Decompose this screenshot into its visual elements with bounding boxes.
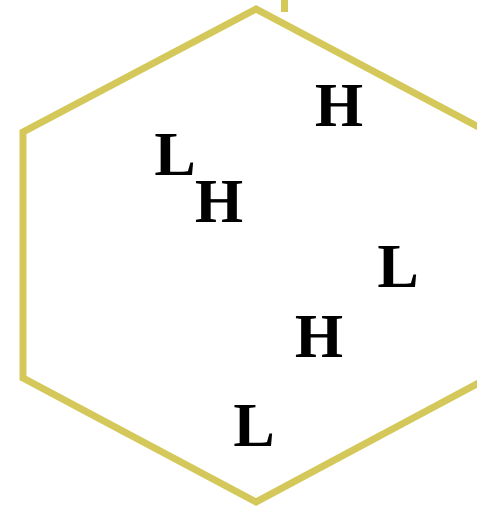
pressure-center-low-3: L: [233, 392, 274, 460]
pressure-center-low-1: L: [154, 121, 195, 189]
pressure-center-high-2: H: [195, 168, 243, 236]
pressure-center-low-2: L: [377, 233, 418, 301]
pressure-labels: H L H L H L: [154, 72, 418, 460]
hexagon-outline: [19, 5, 477, 506]
pressure-center-high-3: H: [295, 303, 343, 371]
pressure-center-high-1: H: [315, 72, 363, 140]
hexagon-stub: [281, 0, 288, 12]
